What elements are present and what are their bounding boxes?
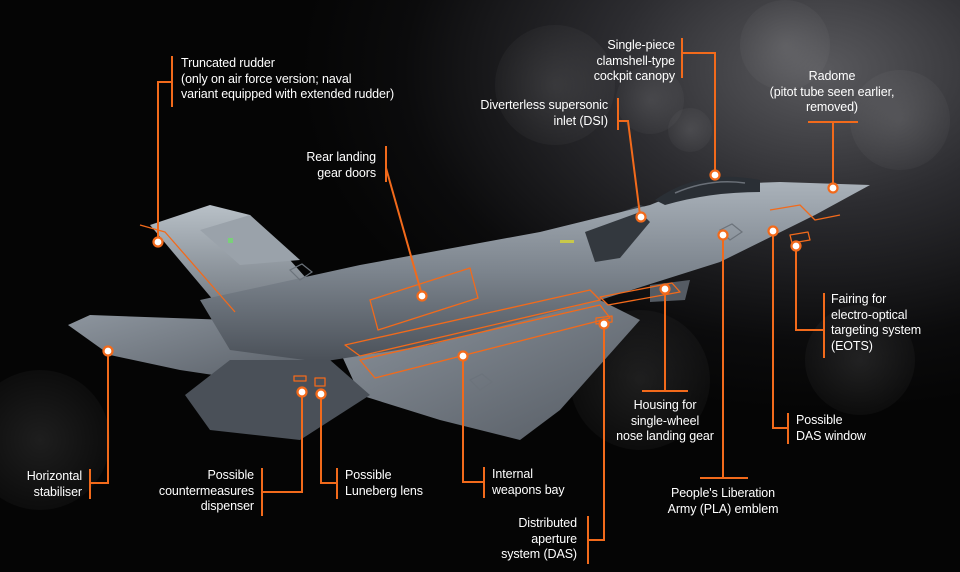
leader-eots [795,246,824,331]
leader-lines [89,38,858,564]
leader-das [588,324,605,541]
label-countermeasures: Possible countermeasures dispenser [158,468,254,513]
label-nose-gear: Housing for single-wheel nose landing ge… [616,398,714,443]
leader-canopy [682,52,716,175]
label-horizontal-stabiliser: Horizontal stabiliser [26,469,82,499]
leader-weapons-bay [462,356,484,483]
label-canopy: Single-piece clamshell-type cockpit cano… [593,38,675,83]
dot-das-window [767,225,779,237]
label-pla-emblem: People's Liberation Army (PLA) emblem [667,486,779,516]
dot-nose-gear [659,283,671,295]
label-eots: Fairing for electro-optical targeting sy… [831,292,922,353]
weapons-bay-outline-upper [344,289,601,357]
label-das: Distributed aperture system (DAS) [501,516,577,561]
label-truncated-rudder: Truncated rudder (only on air force vers… [181,56,395,101]
label-weapons-bay: Internal weapons bay [492,467,565,497]
leader-horizontal-stabiliser [90,352,109,484]
dot-dsi [635,211,647,223]
dot-canopy [709,169,721,181]
das-outline [595,315,613,325]
label-das-window: Possible DAS window [796,413,866,443]
dot-weapons-bay [457,350,469,362]
dot-pla-emblem [717,229,729,241]
rear-gear-doors-outline [369,267,479,331]
label-rear-gear-doors: Rear landing gear doors [306,150,376,180]
radome-seam [769,204,841,221]
dot-rear-gear [416,290,428,302]
dot-das [598,318,610,330]
panel-outlines [139,204,841,387]
dot-rudder [152,236,164,248]
nose-gear-outline [599,282,681,306]
leader-das-window [772,231,788,429]
rudder-outline [139,224,236,313]
leader-countermeasures [262,392,303,493]
leader-dsi [618,120,641,216]
eots-outline [789,231,811,244]
aircraft-body [68,176,870,440]
weapons-bay-outline-lower [359,304,611,379]
leader-rudder [157,81,172,240]
dot-horizontal-stabiliser [102,345,114,357]
dot-radome [827,182,839,194]
label-radome: Radome (pitot tube seen earlier, removed… [769,69,895,114]
leader-rear-gear [385,167,423,296]
luneberg-outline [314,377,326,387]
leader-luneberg [320,394,337,484]
label-luneberg: Possible Luneberg lens [345,468,423,498]
background-bokeh [0,0,950,510]
dot-luneberg [315,388,327,400]
countermeasures-outline [293,375,307,382]
label-dsi: Diverterless supersonic inlet (DSI) [480,98,608,128]
marker-dots [102,169,839,400]
dot-countermeasures [296,386,308,398]
dot-eots [790,240,802,252]
